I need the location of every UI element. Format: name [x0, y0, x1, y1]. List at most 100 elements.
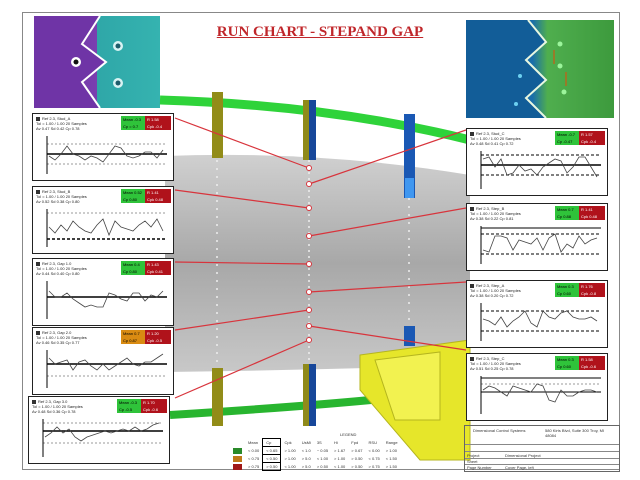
zigzag-section-icon — [34, 16, 123, 108]
legend-col: Range — [385, 440, 398, 445]
chart-name: Ref 2.3, Stud_A — [42, 116, 71, 121]
legend-cell: < 0.50 — [262, 454, 282, 463]
legend-cell: ~ 0.05 — [316, 448, 329, 453]
run-chart-plot — [46, 281, 167, 319]
chart-marker-icon — [32, 399, 36, 404]
chart-name: Ref 2.3, Gap 2.0 — [42, 330, 72, 335]
legend-col: Mean — [248, 440, 259, 445]
run-chart-plot — [46, 136, 167, 174]
chart-marker-icon — [470, 283, 474, 288]
legend-cell: < 0.75 — [368, 456, 380, 461]
page-number-value: Cover Page, left — [505, 465, 534, 470]
run-chart-plot — [480, 303, 601, 341]
legend-cell: < 1.00 — [316, 456, 329, 461]
run-chart-plot — [46, 350, 167, 388]
run-chart-plot — [480, 226, 601, 264]
legend-cell: < 0.00 — [248, 448, 260, 453]
legend-col: UsMi — [301, 440, 311, 445]
chart-tolerance: Tol = 1.00 / 1.00 20 Samples — [36, 335, 87, 340]
legend-cell: > 0.50 — [262, 462, 282, 471]
chart-marker-icon — [36, 330, 40, 335]
chart-name: Ref 2.3, Stud_C — [476, 131, 505, 136]
legend-cell: > 1.50 — [385, 464, 397, 469]
legend-col: Fpd — [351, 440, 359, 445]
legend-cell: > 0.50 — [316, 464, 329, 469]
legend-cell: < 0.65 — [262, 446, 282, 455]
chart-stats: Av 0.48 Sd 0.41 Cp 0.72 — [470, 141, 514, 146]
legend-cell: > 0.75 — [368, 464, 380, 469]
chart-marker-icon — [36, 116, 40, 121]
sheet-label: Sheet — [467, 459, 478, 464]
chart-marker-icon — [470, 356, 474, 361]
legend-cell: > 1.00 — [334, 456, 346, 461]
chart-tolerance: Tol = 1.00 / 1.00 20 Samples — [470, 211, 521, 216]
run-chart-plot — [42, 419, 163, 457]
legend-cell: > 0.50 — [351, 456, 363, 461]
legend-swatch-orange — [233, 455, 242, 462]
chart-marker-icon — [470, 206, 474, 211]
legend-cell: > 1.00 — [284, 448, 296, 453]
legend: LEGEND Mean Cp Cpk UsMi 3S Hi Fpd RSU Ra… — [230, 432, 462, 471]
company-name: Dimensional Control Systems — [473, 428, 526, 433]
legend-col: Cp — [262, 438, 282, 447]
chart-name: Ref 2.3, Step_C — [476, 356, 505, 361]
chart-tolerance: Tol = 1.00 / 1.00 20 Samples — [36, 194, 87, 199]
chart-tolerance: Tol = 1.00 / 1.00 20 Samples — [36, 121, 87, 126]
page-title: RUN CHART - STEPAND GAP — [216, 24, 424, 40]
legend-swatch-green — [233, 447, 242, 454]
run-chart-plot — [480, 376, 601, 414]
chart-name: Ref 2.3, Stud_B — [42, 189, 71, 194]
legend-cell: > 5.0 — [301, 456, 311, 461]
legend-col: RSU — [368, 440, 377, 445]
title-block: Dimensional Control Systems 580 Kirts Bl… — [464, 425, 620, 472]
legend-cell: > 5.0 — [301, 464, 311, 469]
chart-stats: Av 0.38 Sd 0.22 Cp 0.81 — [470, 216, 514, 221]
chart-stats: Av 0.48 Sd 0.36 Cp 0.78 — [32, 409, 76, 414]
legend-cell: < 1.0 — [301, 448, 311, 453]
legend-col: Cpk — [284, 440, 292, 445]
chart-marker-icon — [36, 261, 40, 266]
chart-tolerance: Tol = 1.00 / 1.00 20 Samples — [470, 288, 521, 293]
chart-name: Ref 2.3, Step_A — [476, 283, 505, 288]
page-number-label: Page Number — [467, 465, 492, 470]
project-value: Dimensional Project — [505, 453, 541, 458]
chart-stats: Av 0.46 Sd 0.35 Cp 0.77 — [36, 340, 80, 345]
legend-title: LEGEND — [340, 432, 357, 437]
company-address: 580 Kirts Blvd, Suite 300 Troy, MI 48084 — [545, 428, 605, 438]
legend-cell: > 1.00 — [284, 456, 296, 461]
chart-stats: Av 0.44 Sd 0.40 Cp 0.80 — [36, 271, 80, 276]
run-chart-plot — [480, 151, 601, 189]
chart-stats: Av 0.38 Sd 0.20 Cp 0.72 — [470, 293, 514, 298]
project-label: Project — [467, 453, 480, 458]
legend-cell: < 1.50 — [385, 456, 397, 461]
chart-stats: Av 0.47 Sd 0.42 Cp 0.78 — [36, 126, 80, 131]
legend-cell: > 1.00 — [385, 448, 397, 453]
legend-swatch-red — [233, 463, 242, 470]
legend-cell: < 1.00 — [284, 464, 296, 469]
